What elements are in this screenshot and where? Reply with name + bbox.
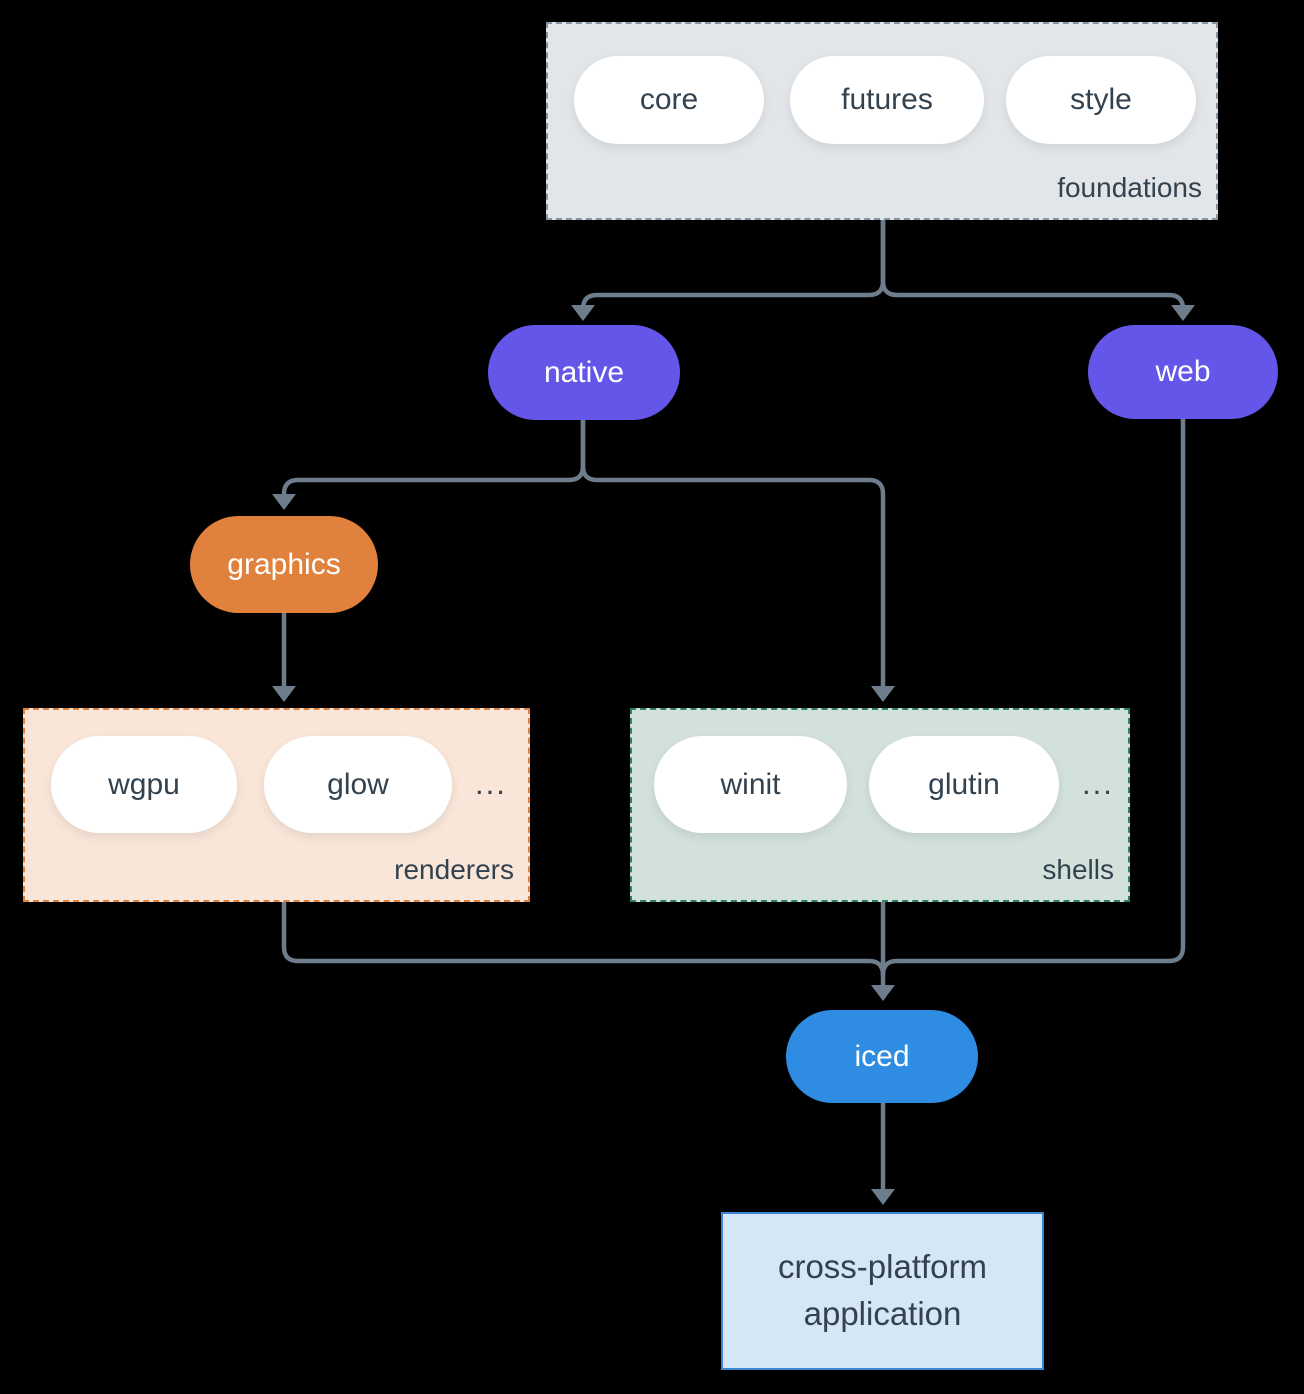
edge-renderers-iced (281, 902, 886, 976)
node-cross-platform-application: cross-platform application (721, 1212, 1044, 1370)
edge-foundations-native (580, 220, 886, 310)
edge-native-shells (580, 420, 886, 686)
node-web: web (1088, 325, 1278, 419)
arrowhead-icon (272, 494, 296, 510)
node-native: native (488, 325, 680, 420)
node-glutin: glutin (869, 736, 1059, 833)
edge-foundations-web (880, 220, 1186, 310)
renderers-ellipsis: ... (475, 766, 507, 801)
group-foundations-label: foundations (1057, 172, 1202, 203)
node-core: core (574, 56, 764, 144)
node-glow: glow (264, 736, 452, 833)
node-iced: iced (786, 1010, 978, 1103)
group-renderers: wgpu glow ... renderers (23, 708, 530, 902)
node-wgpu: wgpu (51, 736, 237, 833)
arrowhead-icon (871, 985, 895, 1001)
group-renderers-label: renderers (394, 854, 514, 885)
arrowhead-icon (871, 1189, 895, 1205)
group-shells: winit glutin ... shells (630, 708, 1130, 902)
arrowhead-icon (1171, 305, 1195, 321)
arrowhead-icon (272, 686, 296, 702)
shells-ellipsis: ... (1082, 766, 1114, 801)
edge-native-graphics (281, 420, 586, 495)
node-futures: futures (790, 56, 984, 144)
group-foundations: core futures style foundations (546, 22, 1218, 220)
node-winit: winit (654, 736, 847, 833)
arrowhead-icon (871, 686, 895, 702)
group-shells-label: shells (1042, 854, 1114, 885)
arrowhead-icon (571, 305, 595, 321)
node-graphics: graphics (190, 516, 378, 613)
node-style: style (1006, 56, 1196, 144)
